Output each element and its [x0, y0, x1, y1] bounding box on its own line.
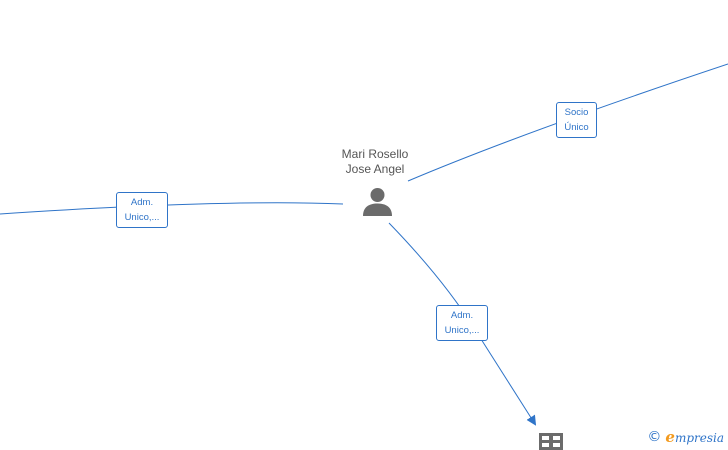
edge-left[interactable] [0, 202, 344, 215]
edge-label-line1: Socio [564, 107, 589, 118]
edge-label-bottom[interactable]: Adm. Unico,... [436, 305, 488, 341]
brand-logo: e mpresia [665, 428, 724, 446]
edge-label-right[interactable]: Socio Único [556, 102, 597, 138]
edge-label-line1: Adm. [450, 310, 474, 321]
person-name-line2: Jose Angel [345, 162, 405, 176]
brand-logo-rest: mpresia [674, 431, 724, 445]
person-name[interactable]: Mari Rosello Jose Angel [315, 147, 435, 177]
edge-label-line2: Unico,... [444, 325, 480, 336]
watermark: © e mpresia [647, 428, 724, 446]
person-name-line1: Mari Rosello [341, 147, 409, 161]
edge-label-left[interactable]: Adm. Unico,... [116, 192, 168, 228]
edge-label-line2: Único [564, 122, 589, 133]
person-icon[interactable] [362, 186, 393, 217]
edge-label-line2: Unico,... [124, 212, 160, 223]
building-icon[interactable] [539, 433, 563, 450]
copyright-icon: © [647, 429, 662, 445]
brand-logo-initial: e [665, 428, 675, 446]
edge-label-line1: Adm. [130, 197, 154, 208]
